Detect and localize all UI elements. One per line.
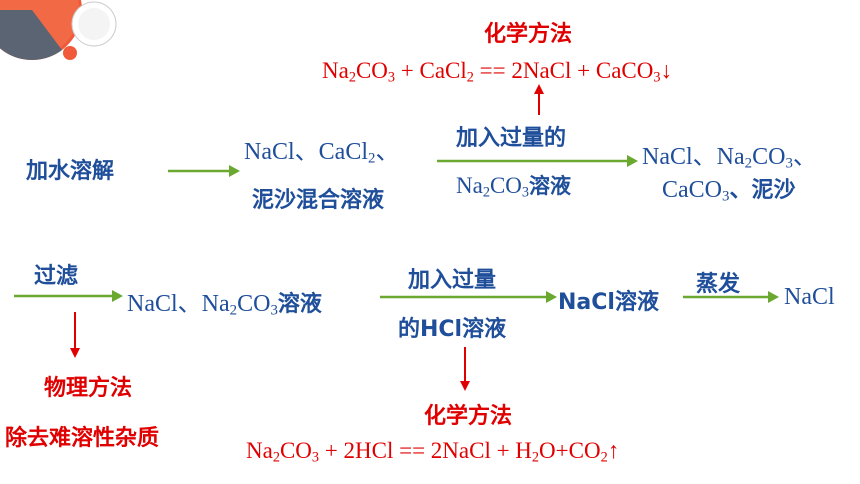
eq-part: Na: [246, 438, 273, 463]
result-line1: NaCl、Na2CO3、: [642, 136, 817, 171]
evaporate-label: 蒸发: [696, 272, 741, 297]
result-line2: CaCO3、泥沙: [662, 172, 795, 204]
reagent-na2co3-bottom: Na2CO3溶液: [456, 170, 571, 200]
eq-sub: 3: [311, 449, 320, 466]
eq-part: + 2HCl == 2NaCl + H: [319, 438, 532, 463]
arrowheads: [112, 155, 779, 303]
result-sub: 3: [722, 188, 730, 205]
arrowhead: [70, 348, 80, 358]
remove-impurity-label: 除去难溶性杂质: [5, 426, 160, 451]
solution-part: CO: [237, 291, 271, 317]
eq-part: ↓: [660, 58, 673, 83]
arrowhead: [768, 291, 779, 303]
eq-sub: 2: [272, 449, 280, 466]
solution-sub: 3: [270, 302, 278, 319]
reagent-part: Na: [456, 173, 483, 198]
reagent-hcl-bottom: 的HCl溶液: [398, 317, 507, 342]
result-part: CaCO: [662, 177, 722, 203]
red-arrow-group: [74, 92, 540, 383]
result-sub: 2: [744, 155, 753, 172]
reagent-sub: 2: [482, 184, 490, 201]
result-part: CO: [752, 144, 786, 170]
small-orange-dot: [63, 46, 77, 60]
eq-sub: 2: [466, 69, 474, 86]
nacl-solution: NaCl溶液: [558, 290, 659, 315]
reagent-sub: 3: [521, 184, 530, 201]
reagent-hcl-top: 加入过量: [408, 268, 497, 293]
eq-sub: 2: [348, 69, 356, 86]
solution-part: 溶液: [277, 292, 322, 317]
bottom-solution: NaCl、Na2CO3溶液: [127, 283, 322, 318]
top-method-label: 化学方法: [484, 22, 573, 47]
eq-part: CO: [355, 58, 388, 83]
result-part: 、: [792, 144, 817, 170]
arrowhead: [627, 155, 638, 167]
arrowhead: [112, 290, 123, 302]
mix-text: NaCl、CaCl: [244, 139, 368, 165]
reagent-na2co3-top: 加入过量的: [456, 126, 567, 151]
arrowhead: [546, 291, 557, 303]
arrowhead: [229, 165, 240, 177]
gray-sector-decoration: [0, 10, 62, 60]
solution-part: NaCl、Na: [127, 291, 230, 317]
reagent-part: CO: [489, 173, 522, 198]
arrow-group: [14, 159, 771, 299]
red-arrowheads: [70, 84, 544, 391]
result-part: 、泥沙: [729, 178, 796, 203]
eq-sub: 3: [653, 69, 661, 86]
eq-part: == 2NaCl + CaCO: [473, 58, 654, 83]
result-part: NaCl、Na: [642, 144, 745, 170]
solution-sub: 2: [229, 302, 238, 319]
eq-part: + CaCl: [395, 58, 467, 83]
eq-sub: 3: [387, 69, 396, 86]
mix-text-end: 、: [375, 139, 400, 165]
step-dissolve-label: 加水溶解: [26, 159, 115, 184]
eq-sub: 2: [531, 449, 540, 466]
arrowhead: [534, 84, 544, 94]
top-equation: Na2CO3 + CaCl2 == 2NaCl + CaCO3↓: [322, 58, 673, 86]
result-sub: 3: [785, 155, 793, 172]
mixture-line2: 泥沙混合溶液: [252, 188, 385, 213]
bottom-equation: Na2CO3 + 2HCl == 2NaCl + H2O+CO2↑: [246, 438, 620, 466]
physical-method-label: 物理方法: [44, 376, 133, 401]
filter-label: 过滤: [34, 264, 79, 289]
eq-part: CO: [279, 438, 312, 463]
reagent-part: 溶液: [529, 174, 572, 198]
eq-part: O+CO: [539, 438, 601, 463]
eq-part: Na: [322, 58, 349, 83]
bottom-method-label: 化学方法: [424, 404, 513, 429]
white-circle-inner: [78, 8, 110, 40]
eq-sub: 2: [600, 449, 608, 466]
mixture-line1: NaCl、CaCl2、: [244, 131, 399, 166]
eq-part: ↑: [607, 438, 620, 463]
arrowhead: [460, 381, 470, 391]
final-product: NaCl: [784, 284, 835, 310]
mix-sub: 2: [368, 150, 376, 167]
